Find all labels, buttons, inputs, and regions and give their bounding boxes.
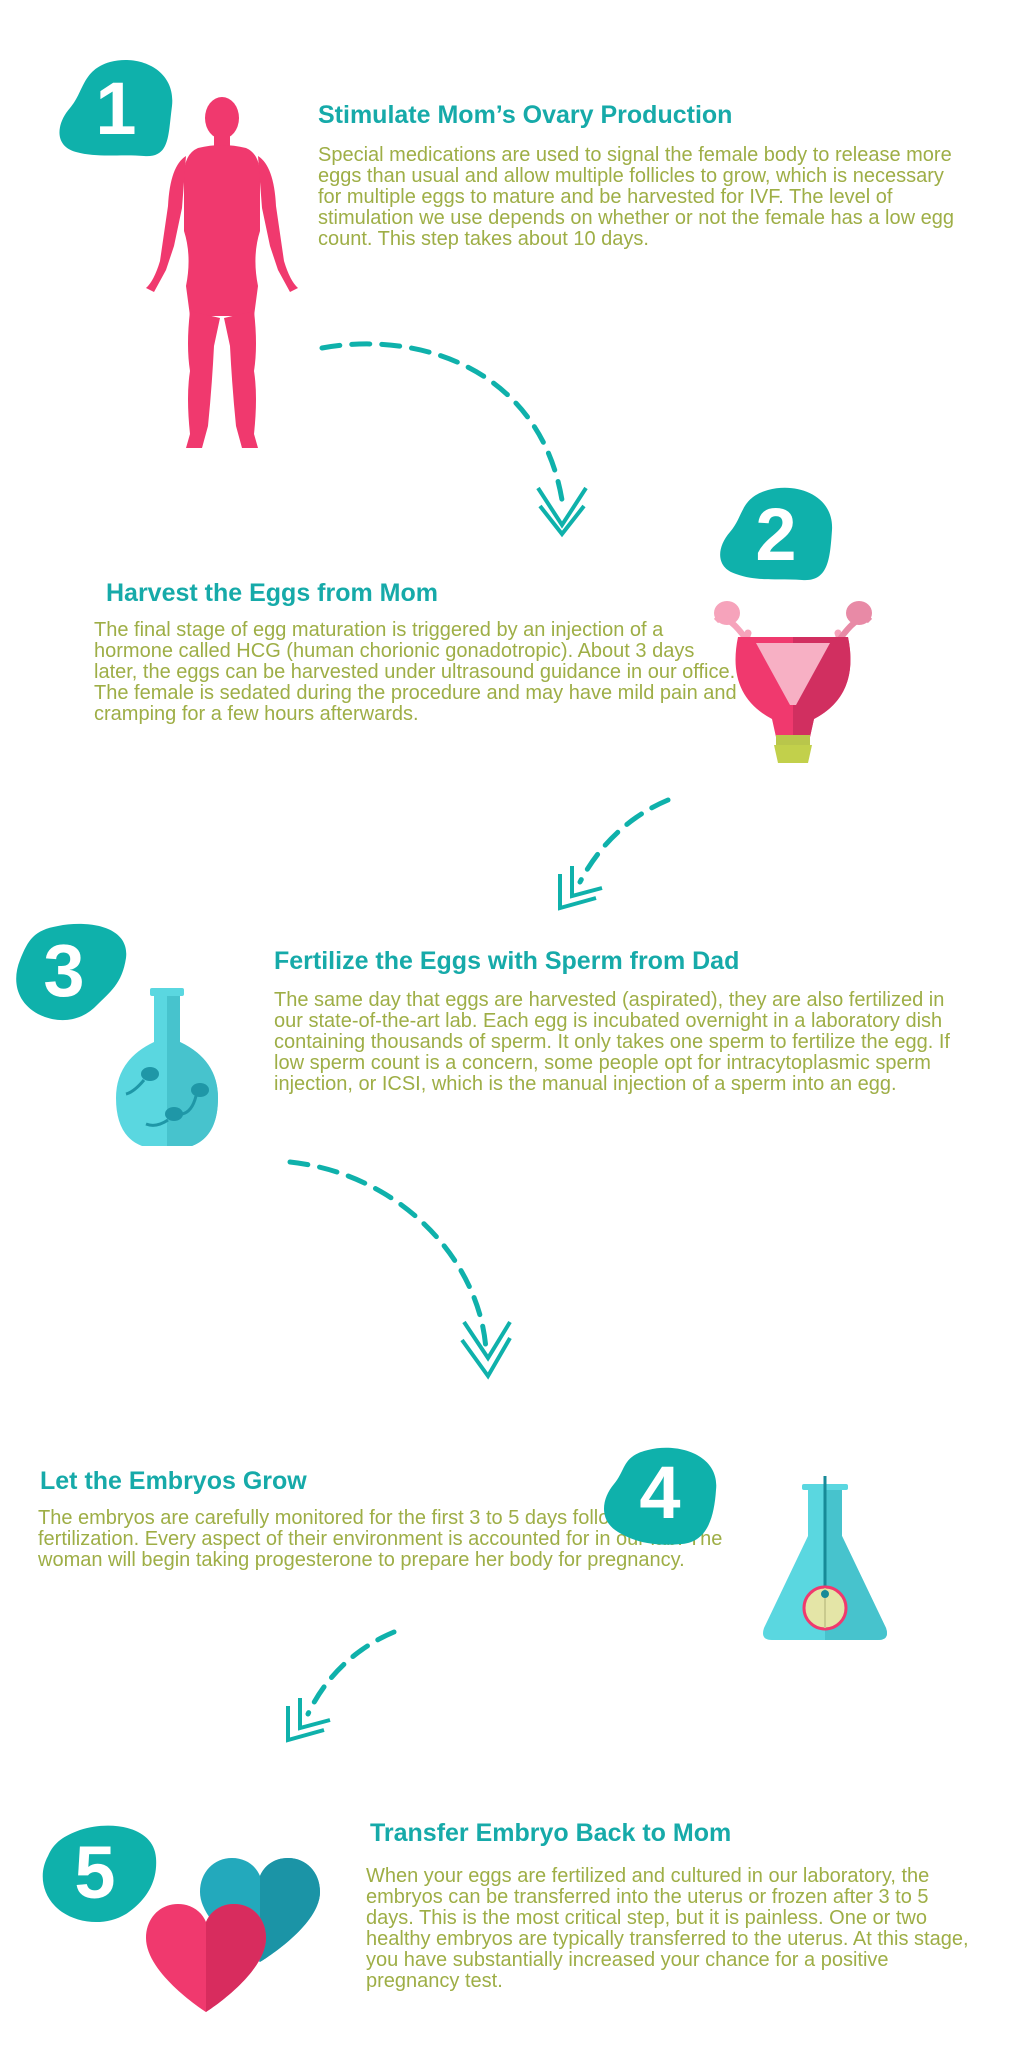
step-3-description: The same day that eggs are harvested (as… (274, 989, 950, 1095)
dashed-arrow-1-to-2 (300, 330, 600, 540)
flask-with-embryo-icon (760, 1476, 890, 1640)
step-1-number: 1 (95, 67, 137, 150)
uterus-icon (710, 595, 876, 767)
step-4-number: 4 (639, 1451, 681, 1534)
step-1-number-badge: 1 (58, 58, 174, 160)
step-5-title: Transfer Embryo Back to Mom (370, 1819, 732, 1847)
step-3-number: 3 (43, 929, 85, 1012)
step-5-number: 5 (74, 1831, 116, 1914)
dashed-arrow-4-to-5 (270, 1620, 410, 1760)
step-2-number: 2 (755, 493, 797, 576)
dashed-arrow-3-to-4 (280, 1150, 520, 1390)
step-2-title: Harvest the Eggs from Mom (106, 579, 439, 607)
step-4-description: The embryos are carefully monitored for … (38, 1507, 723, 1571)
step-3-number-badge: 3 (14, 922, 130, 1022)
step-4-title: Let the Embryos Grow (40, 1467, 307, 1495)
flask-with-sperm-icon (112, 988, 222, 1148)
step-5-number-badge: 5 (40, 1824, 158, 1924)
dashed-arrow-2-to-3 (540, 790, 680, 930)
step-5-description: When your eggs are fertilized and cultur… (366, 1865, 969, 1992)
female-body-icon (142, 96, 302, 454)
step-1-description: Special medications are used to signal t… (318, 144, 954, 250)
step-3-title: Fertilize the Eggs with Sperm from Dad (274, 947, 740, 975)
step-1-title: Stimulate Mom’s Ovary Production (318, 101, 733, 129)
step-2-description: The final stage of egg maturation is tri… (94, 619, 737, 725)
step-4-number-badge: 4 (602, 1446, 718, 1546)
step-2-number-badge: 2 (718, 486, 834, 582)
two-hearts-icon (144, 1856, 322, 2016)
